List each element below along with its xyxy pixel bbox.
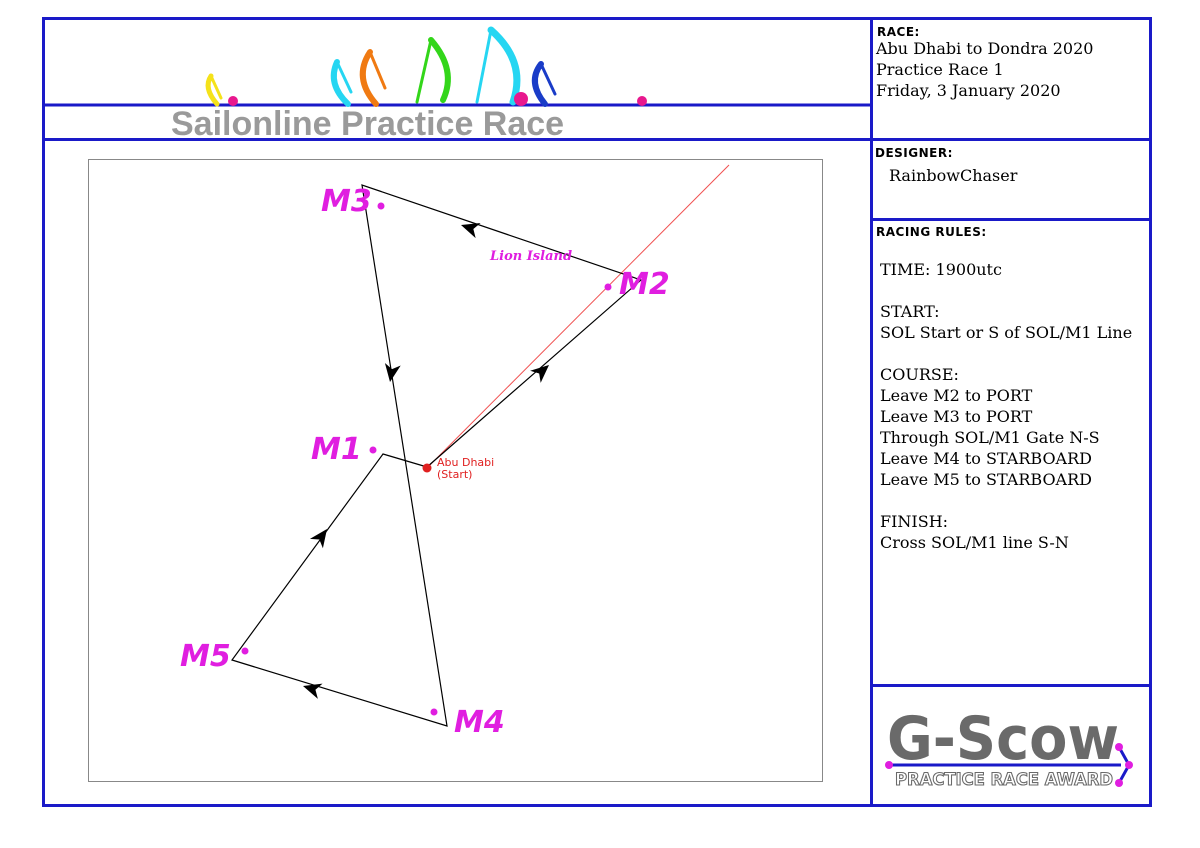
rules-start-line: SOL Start or S of SOL/M1 Line (880, 323, 1133, 342)
column-divider (870, 17, 873, 807)
rules-time: TIME: 1900utc (880, 260, 1002, 279)
award-subtitle: PRACTICE RACE AWARD (895, 770, 1113, 790)
mark-label-m4: M4 (454, 705, 505, 740)
designer-divider (870, 218, 1152, 221)
mark-dot (369, 446, 377, 454)
rules-finish-heading: FINISH: (880, 512, 949, 531)
leg-arrow-icon (530, 365, 549, 383)
banner: Sailonline Practice Race (45, 26, 870, 138)
start-reference-line (426, 164, 730, 469)
rules-course-line: Leave M2 to PORT (880, 386, 1033, 405)
logo-dot (637, 96, 647, 106)
rules-label: RACING RULES: (876, 225, 987, 239)
logo-dot (514, 92, 528, 106)
sails-logo-icon (205, 26, 557, 107)
island-label: Lion Island (489, 249, 572, 264)
rules-course-line: Leave M4 to STARBOARD (880, 449, 1092, 468)
award-dot (885, 761, 893, 769)
sheet-frame (42, 17, 1152, 807)
mark-dot (604, 283, 612, 291)
rules-course-line: Through SOL/M1 Gate N-S (880, 428, 1100, 447)
designer-label: DESIGNER: (875, 146, 953, 160)
award-divider (870, 684, 1152, 687)
race-label: RACE: (877, 25, 920, 39)
banner-divider (42, 138, 1152, 141)
race-name: Abu Dhabi to Dondra 2020 (876, 39, 1094, 58)
leg-arrow-icon (309, 529, 327, 549)
rules-start-heading: START: (880, 302, 940, 321)
award-dot (1115, 779, 1123, 787)
banner-title: Sailonline Practice Race (171, 105, 564, 138)
award-logo: G-Scow PRACTICE RACE AWARD (885, 704, 1133, 791)
designer-name: RainbowChaser (889, 166, 1018, 185)
mark-dot (430, 708, 438, 716)
logo-dot (228, 96, 238, 106)
racing-rules: TIME: 1900utc START: SOL Start or S of S… (880, 259, 1145, 553)
award-logo-text: G-Scow (887, 704, 1119, 774)
mark-dot (241, 647, 249, 655)
rules-course-line: Leave M3 to PORT (880, 407, 1033, 426)
race-date: Friday, 3 January 2020 (876, 81, 1061, 100)
rules-finish-line: Cross SOL/M1 line S-N (880, 533, 1069, 552)
start-dot (422, 463, 432, 473)
mark-dot (377, 202, 385, 210)
start-label: Abu Dhabi (437, 456, 494, 469)
mark-label-m5: M5 (180, 639, 231, 674)
leg-arrow-icon (384, 362, 401, 382)
race-subtitle: Practice Race 1 (876, 60, 1004, 79)
start-sublabel: (Start) (437, 468, 472, 481)
award-dot (1125, 761, 1133, 769)
award-dot (1115, 743, 1123, 751)
leg-arrow-icon (461, 222, 481, 239)
leg-arrow-icon (303, 683, 323, 699)
race-info: Abu Dhabi to Dondra 2020 Practice Race 1… (876, 38, 1093, 101)
course-arrows (303, 222, 549, 699)
rules-course-line: Leave M5 to STARBOARD (880, 470, 1092, 489)
mark-label-m2: M2 (619, 267, 670, 302)
course-route (231, 184, 643, 727)
course-map-svg: M1 M2 M3 M4 M5 Lion Island Abu Dhabi (St… (180, 164, 730, 740)
course-map: M1 M2 M3 M4 M5 Lion Island Abu Dhabi (St… (88, 159, 823, 782)
mark-label-m1: M1 (311, 432, 362, 467)
rules-course-heading: COURSE: (880, 365, 959, 384)
mark-label-m3: M3 (321, 184, 372, 219)
